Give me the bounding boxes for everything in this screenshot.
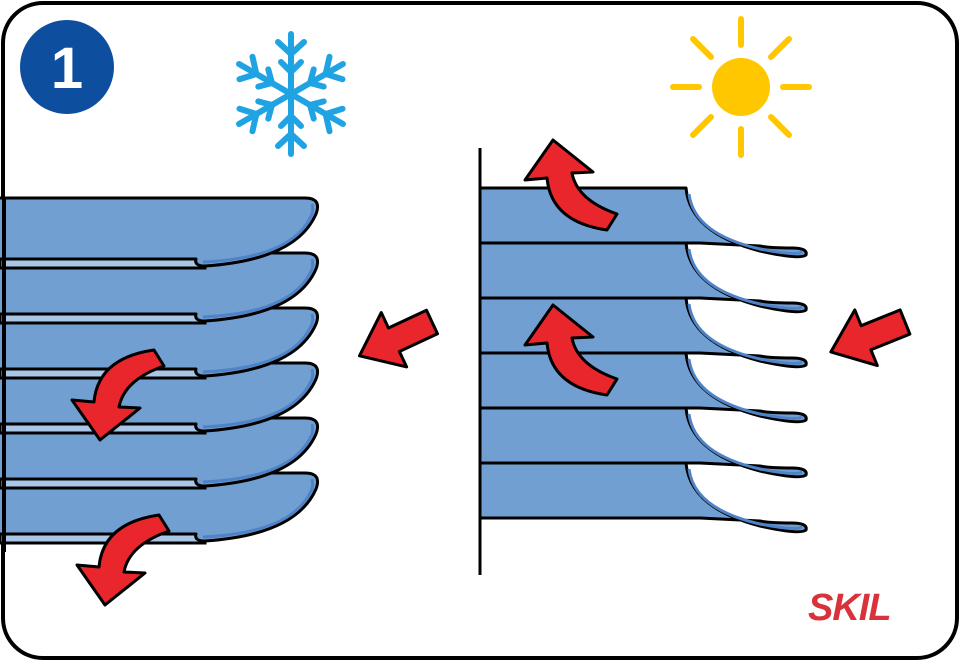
skil-logo: SKIL <box>808 587 891 629</box>
sun-icon <box>670 16 812 158</box>
slat <box>0 361 320 435</box>
closed-blinds <box>0 196 320 552</box>
slat <box>0 196 320 270</box>
slat <box>0 471 320 545</box>
slat <box>478 241 808 314</box>
slat <box>478 406 808 479</box>
slat <box>478 461 808 534</box>
snowflake-icon <box>233 31 350 154</box>
step-number: 1 <box>51 36 83 101</box>
slat <box>0 251 320 325</box>
slat <box>0 416 320 490</box>
step-badge: 1 <box>20 20 114 114</box>
slat <box>0 306 320 380</box>
